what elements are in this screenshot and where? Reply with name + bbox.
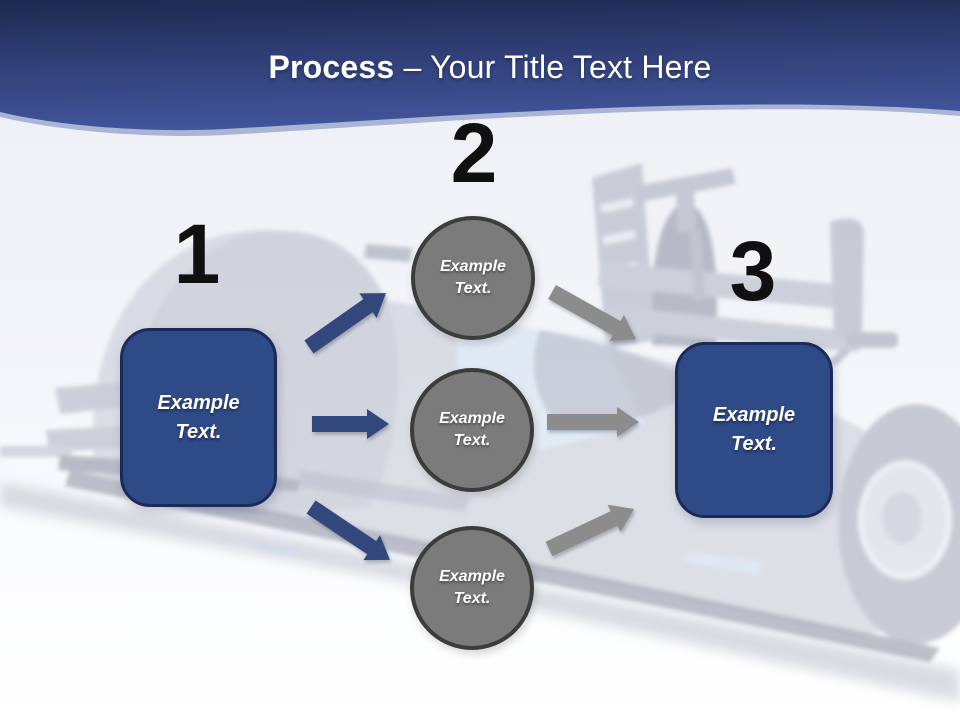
- header-wave-main: [0, 0, 960, 131]
- process-box-3-label: Example Text.: [712, 404, 796, 455]
- process-circle-1-label: Example Text.: [440, 257, 506, 297]
- title-emphasis: Process: [268, 49, 395, 85]
- process-circle-3: Example Text.: [410, 526, 534, 650]
- process-circle-1: Example Text.: [411, 216, 535, 340]
- slide-title: Process – Your Title Text Here: [0, 49, 960, 85]
- process-box-1: Example Text.: [120, 328, 277, 507]
- blue-arrow-middle: [312, 409, 389, 439]
- header-wave: [0, 0, 960, 136]
- gray-arrow-top: [548, 285, 636, 342]
- gray-arrow-bottom: [545, 504, 635, 557]
- blue-arrow-bottom: [306, 500, 390, 561]
- process-box-3: Example Text.: [675, 342, 833, 518]
- step-number-1: 1: [173, 207, 221, 301]
- process-box-1-label: Example Text.: [157, 391, 240, 443]
- title-rest: – Your Title Text Here: [394, 49, 712, 85]
- process-circle-2: Example Text.: [410, 368, 534, 492]
- step-number-2: 2: [450, 106, 498, 200]
- blue-arrow-top: [304, 293, 387, 354]
- process-circle-3-label: Example Text.: [439, 567, 505, 607]
- step-number-3: 3: [729, 224, 777, 318]
- gray-arrow-middle: [547, 407, 639, 437]
- process-circle-2-label: Example Text.: [439, 409, 505, 449]
- connector-arrows: [304, 285, 639, 561]
